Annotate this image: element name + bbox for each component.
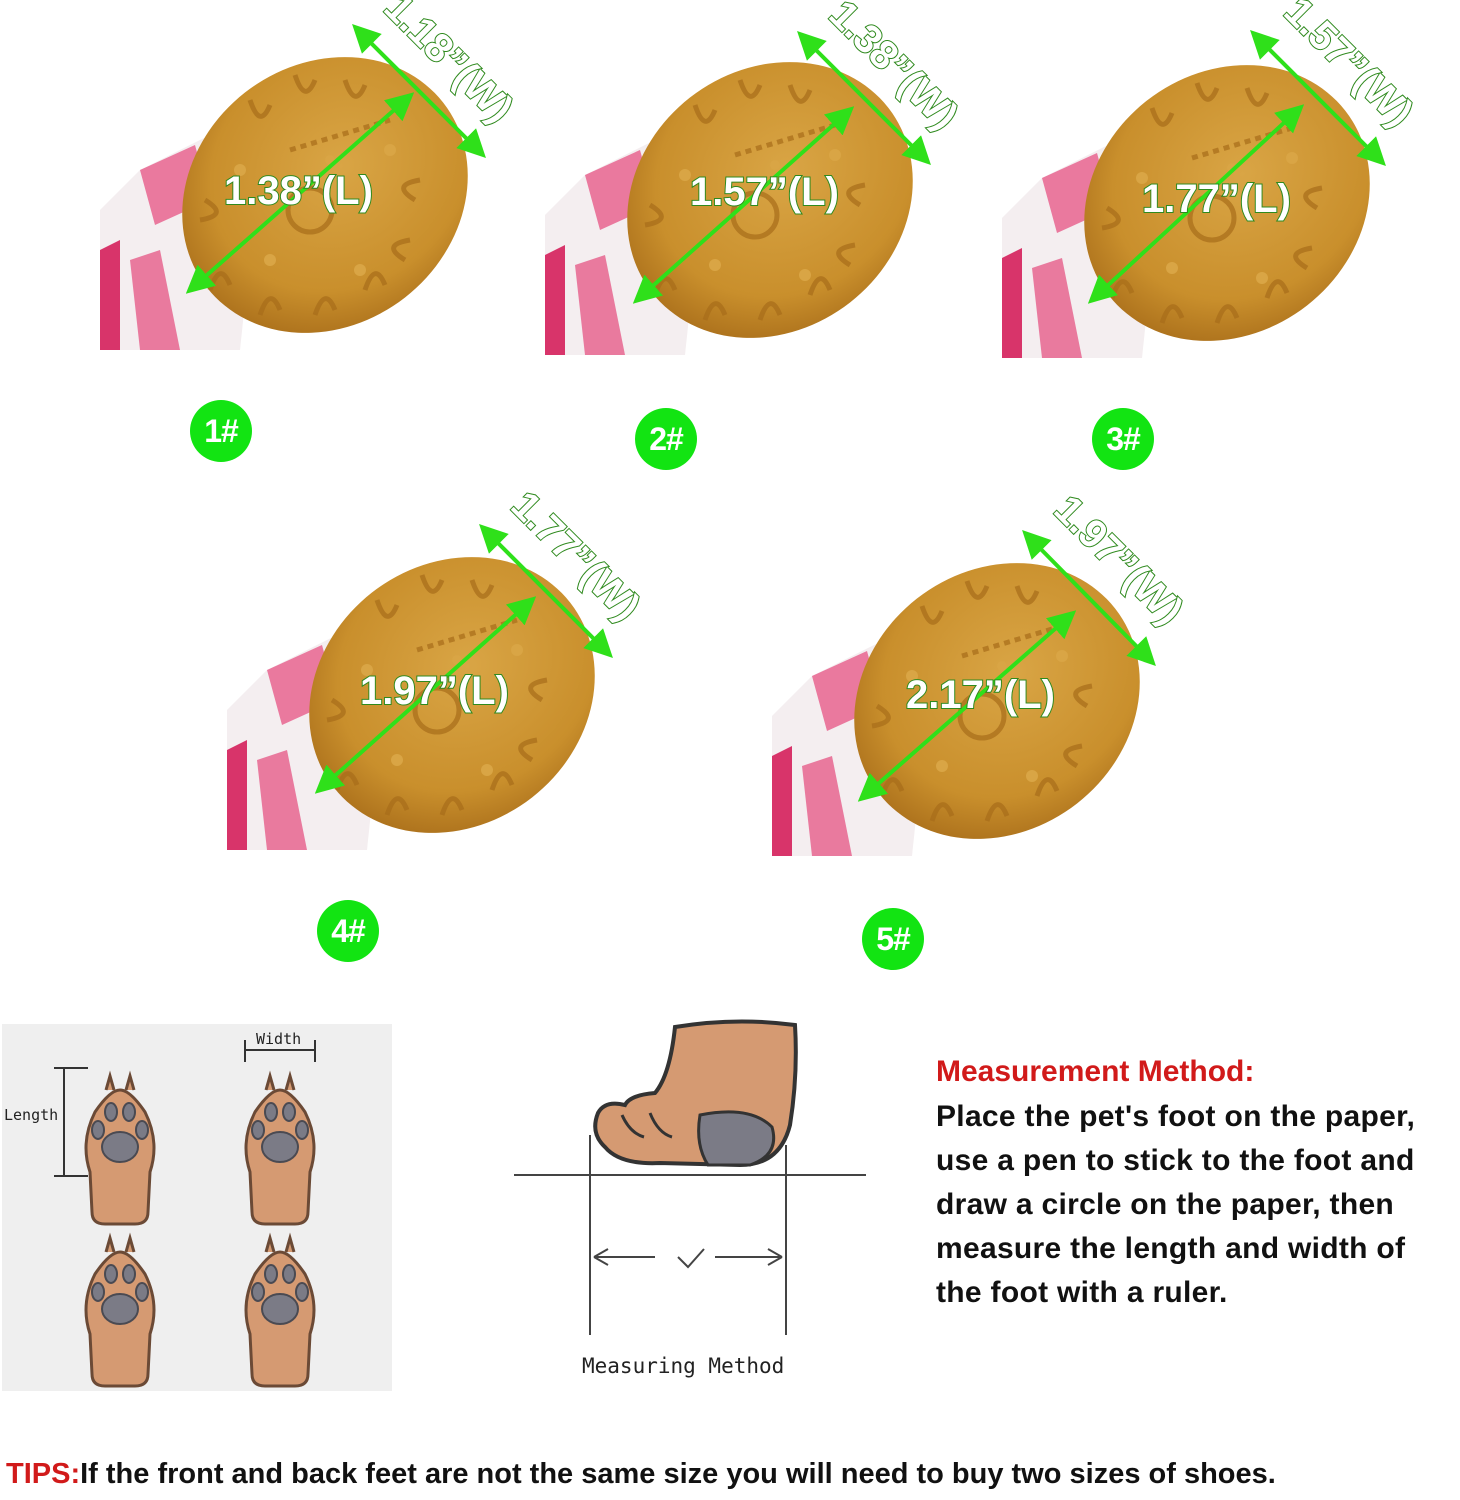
length-label: 1.57”(L) [690, 170, 839, 214]
sketch-caption: Measuring Method [582, 1354, 784, 1378]
size-badge-1: 1# [190, 400, 252, 462]
paw-icon [84, 1074, 156, 1226]
length-arrow [857, 610, 1077, 802]
paw-icon [84, 1236, 156, 1388]
measurement-line: Place the pet's foot on the paper, [936, 1100, 1416, 1133]
length-arrow [314, 596, 537, 794]
size-badge-2: 2# [635, 408, 697, 470]
length-label: 2.17”(L) [906, 673, 1055, 717]
size-badge-3: 3# [1092, 408, 1154, 470]
shoe-size-1: 1.18”(W) 1.38”(L) [100, 0, 520, 360]
shoe-size-5: 1.97”(W) 2.17”(L) [772, 486, 1192, 866]
tips-label: TIPS: [6, 1458, 81, 1490]
shoe-size-3: 1.57”(W) 1.77”(L) [1002, 0, 1422, 368]
width-arrow [797, 31, 931, 165]
measurement-method: Measurement Method: Place the pet's foot… [936, 1055, 1460, 1315]
size-badge-5: 5# [862, 908, 924, 970]
length-arrow [185, 92, 415, 294]
paw-icon [244, 1074, 316, 1226]
measurement-body: Place the pet's foot on the paper, use a… [936, 1095, 1460, 1315]
paw-icon [244, 1236, 316, 1388]
length-label: 1.38”(L) [224, 169, 373, 213]
length-label: 1.77”(L) [1142, 177, 1291, 221]
length-label: 1.97”(L) [360, 669, 509, 713]
measurement-title: Measurement Method: [936, 1055, 1255, 1088]
measurement-line: the foot with a ruler. [936, 1276, 1228, 1309]
measuring-sketch: Measuring Method [510, 1015, 870, 1395]
check-icon [677, 1248, 705, 1269]
width-arrow [1022, 530, 1156, 666]
shoe-size-2: 1.38”(W) 1.57”(L) [545, 0, 965, 365]
measurement-line: use a pen to stick to the foot and [936, 1144, 1415, 1177]
size-badge-4: 4# [317, 900, 379, 962]
tips-banner: TIPS:If the front and back feet are not … [6, 1458, 1460, 1491]
width-arrow [352, 24, 486, 158]
length-arrow [632, 106, 855, 304]
width-arrow [1250, 30, 1386, 166]
tips-text: If the front and back feet are not the s… [80, 1458, 1276, 1490]
length-diagram-label: Length [4, 1106, 58, 1124]
width-diagram-label: Width [256, 1030, 301, 1048]
shoe-size-4: 1.77”(W) 1.97”(L) [227, 482, 647, 860]
paw-diagram: Width Length [2, 1024, 392, 1391]
width-arrow [479, 524, 613, 658]
length-arrow [1087, 104, 1305, 304]
measurement-line: measure the length and width of [936, 1232, 1406, 1265]
measurement-line: draw a circle on the paper, then [936, 1188, 1395, 1221]
